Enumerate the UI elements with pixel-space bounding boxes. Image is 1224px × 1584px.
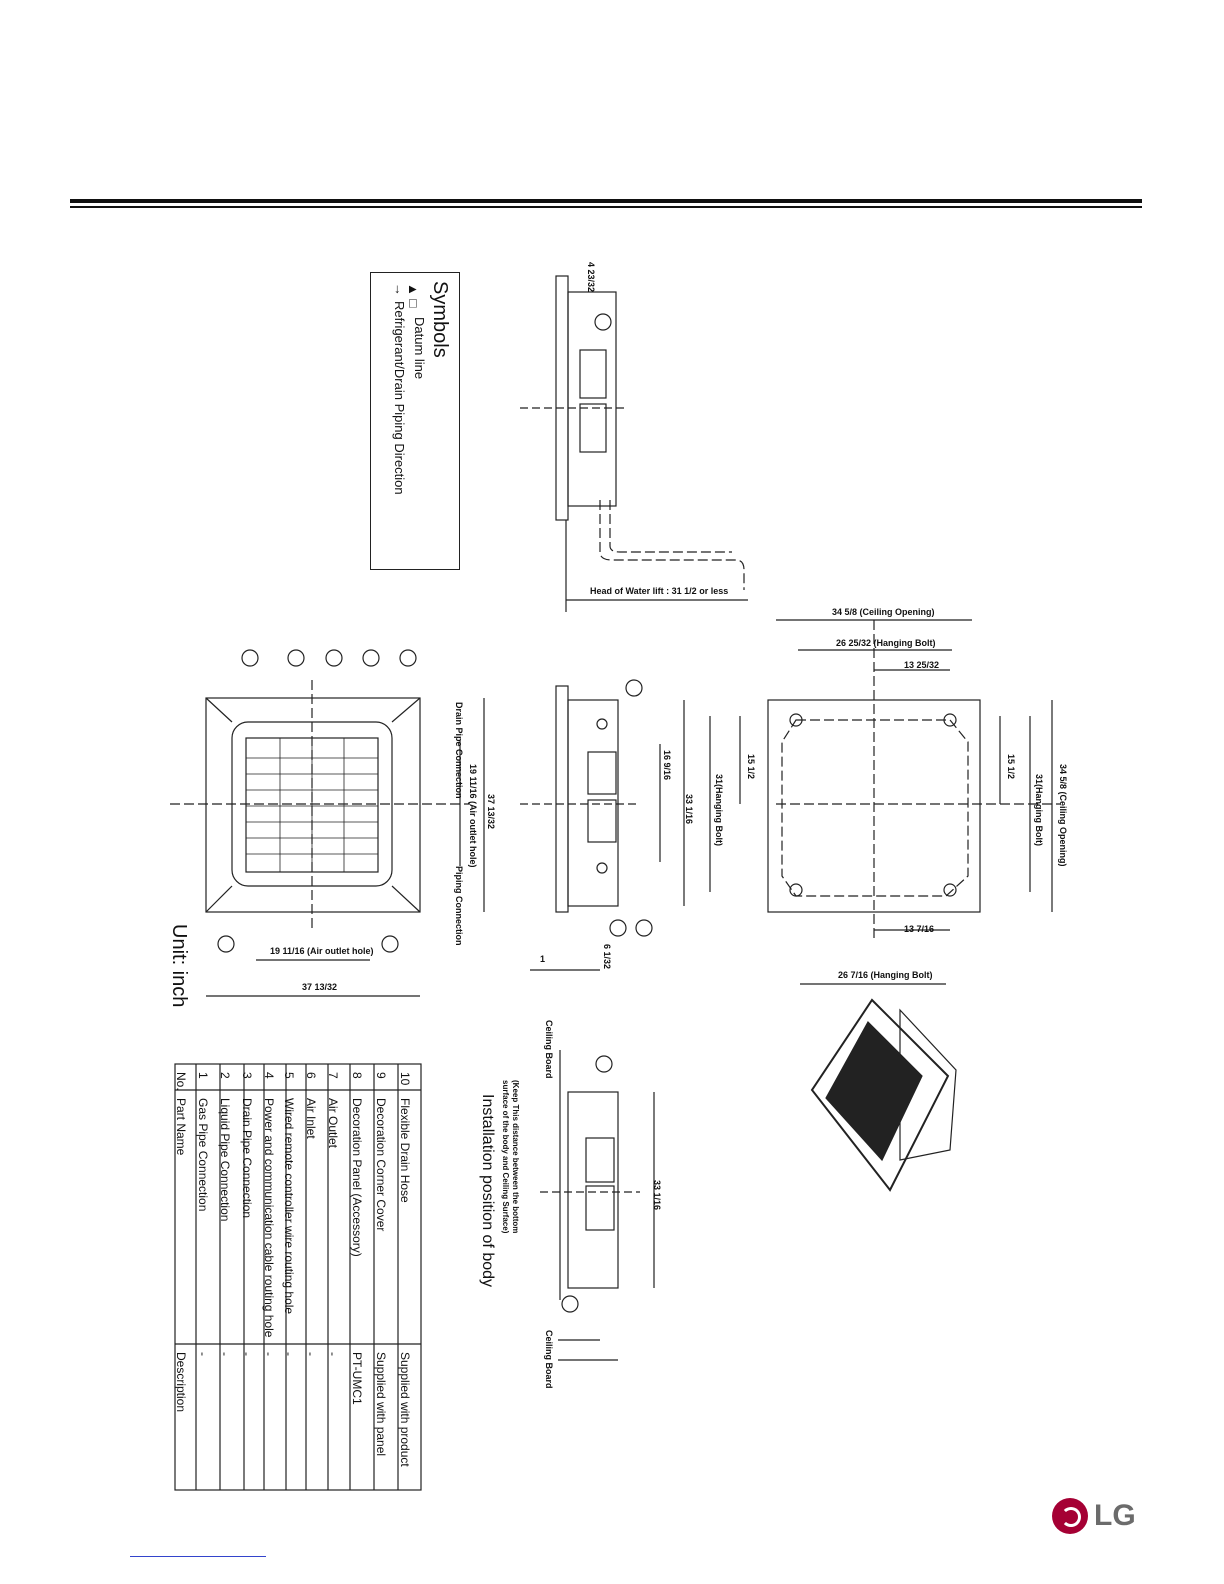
parts-row-desc: -	[326, 1352, 340, 1356]
parts-row-no: 5	[282, 1072, 296, 1079]
lg-logo: LG	[1052, 1498, 1136, 1534]
ceiling-opening-plan	[709, 619, 1060, 985]
dim-33-middle: 33 1/16	[684, 794, 694, 825]
parts-row-desc: -	[240, 1352, 254, 1356]
parts-row-no: 2	[218, 1072, 232, 1079]
ceiling-opening-top: 34 5/8 (Ceiling Opening)	[832, 607, 935, 617]
dim-1: 1	[540, 954, 546, 964]
parts-row-no: 4	[262, 1072, 276, 1079]
ceiling-opening-right: 34 5/8 (Ceiling Opening)	[1058, 764, 1068, 867]
header-rule-thin	[70, 206, 1142, 208]
parts-row-name: Decoration Corner Cover	[374, 1098, 388, 1232]
parts-row-desc: -	[282, 1352, 296, 1356]
ceiling-board-bottom: Ceiling Board	[544, 1330, 554, 1389]
hanging-bolt-left: 31(Hanging Bolt)	[714, 774, 724, 846]
panel-front-view	[170, 649, 485, 997]
side-elevation-top	[520, 275, 748, 612]
dim-6: 6 1/32	[602, 944, 612, 970]
parts-row-name: Liquid Pipe Connection	[218, 1098, 232, 1222]
dim-15-left: 15 1/2	[746, 754, 756, 780]
parts-row-desc: Supplied with product	[398, 1352, 412, 1467]
overall-dim-right: 37 13/32	[486, 794, 496, 830]
parts-row-no: 1	[196, 1072, 210, 1079]
dim-33-install: 33 1/16	[652, 1180, 662, 1211]
ceiling-board-top: Ceiling Board	[544, 1020, 554, 1079]
dim-4-top: 4 23/32	[586, 262, 596, 293]
installation-title: Installation position of body	[479, 1094, 496, 1288]
parts-row-no: 10	[398, 1072, 412, 1086]
head-water-label: Head of Water lift : 31 1/2 or less	[590, 586, 729, 596]
parts-row-name: Flexible Drain Hose	[398, 1098, 412, 1203]
unit-label: Unit: inch	[168, 924, 190, 1008]
hanging-bolt-top: 26 25/32 (Hanging Bolt)	[836, 638, 936, 648]
parts-row-desc: -	[196, 1352, 210, 1356]
installation-position-drawing	[540, 1050, 655, 1361]
air-outlet-hole-label: 19 11/16 (Air outlet hole)	[468, 764, 478, 868]
parts-header-no: No.	[174, 1072, 188, 1091]
parts-row-no: 6	[304, 1072, 318, 1079]
parts-row-name: Air Inlet	[304, 1098, 318, 1139]
air-outlet-hole-bottom: 19 11/16 (Air outlet hole)	[270, 946, 374, 956]
header-rule-thick	[70, 199, 1142, 203]
parts-row-desc: Supplied with panel	[374, 1352, 388, 1457]
parts-header-name: Part Name	[174, 1098, 188, 1156]
footer-link-underline	[130, 1556, 266, 1557]
parts-row-name: Power and communication cable routing ho…	[262, 1098, 276, 1338]
drain-pipe-label: Drain Pipe Connection	[454, 702, 464, 799]
parts-row-desc: -	[304, 1352, 318, 1356]
hanging-bolt-right: 31(Hanging Bolt)	[1034, 774, 1044, 846]
parts-row-desc: PT-UMC1	[350, 1352, 364, 1405]
parts-row-desc: -	[218, 1352, 232, 1356]
isometric-view	[810, 998, 957, 1192]
parts-row-no: 9	[374, 1072, 388, 1079]
overall-dim-bottom: 37 13/32	[302, 982, 338, 992]
parts-row-name: Decoration Panel (Accessory)	[350, 1098, 364, 1257]
parts-row-no: 3	[240, 1072, 254, 1079]
parts-row-name: Drain Pipe Connection	[240, 1098, 254, 1219]
dim-13-top: 13 25/32	[904, 660, 940, 670]
parts-table-frame	[174, 1063, 422, 1491]
hanging-bolt-bottom: 26 7/16 (Hanging Bolt)	[838, 970, 933, 980]
parts-row-no: 7	[326, 1072, 340, 1079]
piping-label: Piping Connection	[454, 866, 464, 946]
parts-header-desc: Description	[174, 1352, 188, 1413]
parts-row-no: 8	[350, 1072, 364, 1079]
symbols-legend: Symbols ▲ □ Datum line → Refrigerant/Dra…	[370, 272, 460, 570]
keep-distance-note: (Keep This distance between the bottom s…	[501, 1080, 520, 1234]
lg-logo-text: LG	[1094, 1499, 1136, 1532]
parts-row-name: Wired remote controller wire routing hol…	[282, 1098, 296, 1315]
dim-15-right: 15 1/2	[1006, 754, 1016, 780]
side-elevation-middle	[520, 679, 685, 971]
parts-row-name: Gas Pipe Connection	[196, 1098, 210, 1212]
lg-logo-icon	[1052, 1498, 1088, 1534]
parts-row-name: Air Outlet	[326, 1098, 340, 1149]
parts-row-desc: -	[262, 1352, 276, 1356]
dim-16: 16 9/16	[662, 750, 672, 781]
dim-13-bottom: 13 7/16	[904, 924, 935, 934]
